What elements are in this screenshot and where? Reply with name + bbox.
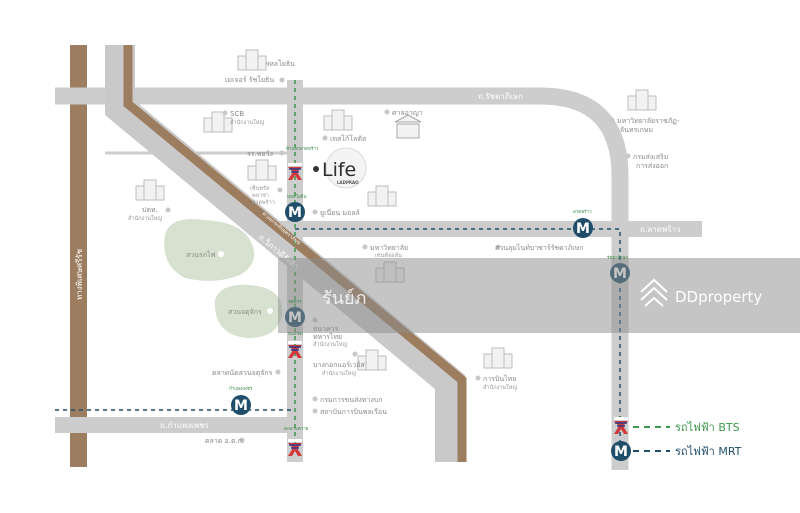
building-icon bbox=[237, 49, 267, 71]
park-label-chatuchak: สวนจตุจักร bbox=[228, 308, 262, 316]
place-ortorkor: ตลาด อ.ต.ก. bbox=[205, 437, 244, 445]
building-icon bbox=[323, 109, 353, 131]
legend-mrt-label: รถไฟฟ้า MRT bbox=[675, 445, 742, 458]
road-label-sirat: ทางพิเศษศรีรัช bbox=[75, 248, 84, 300]
place-central: เซ็นทรัล bbox=[250, 184, 269, 192]
place-tmb: ธนาคาร bbox=[313, 325, 339, 333]
station-label-saphankhwai: สะพานควาย bbox=[284, 426, 309, 432]
station-label-ladprao: ลาดพร้าว bbox=[573, 209, 592, 215]
building-icon bbox=[135, 179, 165, 201]
logo-life: Life bbox=[322, 159, 356, 181]
place-scb-sub: สำนักงานใหญ่ bbox=[230, 119, 264, 126]
place-central-sub1: พลาซา bbox=[252, 192, 269, 199]
mrt-station-icon[interactable] bbox=[231, 395, 251, 415]
place-chandrakasem-sub: จันทรเกษม bbox=[620, 126, 653, 134]
place-major: เมเจอร์ รัชโยธิน bbox=[225, 75, 274, 84]
mrt-station-icon[interactable] bbox=[573, 218, 593, 238]
project-logo: Life LADPRAO bbox=[313, 147, 367, 189]
building-icon bbox=[247, 159, 277, 181]
logo-ladprao: LADPRAO bbox=[337, 180, 359, 185]
road-ratchadaphisek bbox=[55, 87, 629, 470]
place-chandrakasem: มหาวิทยาลัยราชภัฏ- bbox=[617, 117, 680, 125]
building-icon bbox=[483, 347, 513, 369]
place-central-sub2: ลาดพร้าว bbox=[252, 199, 275, 206]
place-export-dept: กรมส่งเสริม bbox=[633, 153, 668, 161]
place-stjohn: มหาวิทยาลัย bbox=[370, 244, 408, 252]
overlay-text: รันย์ภ bbox=[322, 288, 366, 309]
legend-bts-label: รถไฟฟ้า BTS bbox=[675, 421, 740, 434]
courthouse-icon bbox=[394, 114, 422, 139]
place-bangkok-airways: บางกอกแอร์เวย์ส bbox=[313, 361, 365, 369]
park-rot-fai bbox=[164, 219, 255, 281]
legend-mrt-icon bbox=[611, 441, 631, 461]
station-label-hayaek: ห้าแยกลาดพร้าว bbox=[286, 146, 319, 152]
place-thai-airways: การบินไทย bbox=[483, 374, 516, 383]
place-tmb-sub1: ทหารไทย bbox=[313, 332, 342, 341]
watermark-band bbox=[278, 258, 800, 333]
road-vibhavadi bbox=[105, 45, 465, 462]
building-icon bbox=[367, 185, 397, 207]
place-bangkok-airways-sub: สำนักงานใหญ่ bbox=[322, 370, 356, 377]
building-icon bbox=[203, 111, 233, 133]
road-sirat bbox=[70, 45, 87, 467]
ddproperty-logo-icon bbox=[640, 278, 668, 307]
place-cati: สถาบันการบินพลเรือน bbox=[320, 408, 387, 416]
mrt-station-icon[interactable] bbox=[285, 202, 305, 222]
road-label-kamphaengphet: ถ.กำแพงเพชร bbox=[160, 421, 209, 430]
park-chatuchak bbox=[214, 284, 283, 338]
road-label-ladprao: ถ.ลาดพร้าว bbox=[640, 225, 681, 234]
station-label-phahon: พหลโยธิน bbox=[287, 193, 307, 200]
park-label-rot-fai: สวนรถไฟ bbox=[186, 250, 216, 259]
place-scb: SCB bbox=[230, 110, 244, 118]
place-thai-airways-sub: สำนักงานใหญ่ bbox=[483, 384, 517, 391]
road-kamphaengphet bbox=[55, 417, 300, 433]
place-tmb-sub2: สำนักงานใหญ่ bbox=[313, 341, 347, 348]
place-export-dept-sub: การส่งออก bbox=[636, 162, 668, 170]
place-union-mall: ยูเนี่ยน มอลล์ bbox=[320, 208, 360, 217]
place-stjohn-sub: เซนต์จอห์น bbox=[375, 252, 402, 259]
station-label-mochit: หมอชิต bbox=[288, 331, 303, 337]
station-label-kamphaengphet: กำแพงเพชร bbox=[229, 385, 253, 392]
place-jj-market: ตลาดนัดสวนจตุจักร bbox=[212, 369, 273, 377]
place-court: ศาลอาญา bbox=[392, 109, 423, 117]
building-icon bbox=[627, 89, 657, 111]
place-horwang: รร.หอวัง bbox=[247, 150, 273, 158]
place-tesco: เทสโก้โลตัส bbox=[330, 134, 367, 143]
road-label-ratchadaphisek: ถ.รัชดาภิเษก bbox=[478, 92, 523, 101]
station-label-chatuchak: จตุจักร bbox=[288, 299, 302, 305]
place-suanlum: สวนลุมไนท์บาซาร์รัชดาภิเษก bbox=[495, 243, 583, 252]
station-label-ratchada: รัชดาภิเษก bbox=[607, 255, 628, 261]
place-ptt-sub: สำนักงานใหญ่ bbox=[128, 215, 162, 222]
place-ptt: ปตท. bbox=[142, 206, 158, 214]
place-dlt: กรมการขนส่งทางบก bbox=[320, 396, 382, 404]
legend: รถไฟฟ้า BTS รถไฟฟ้า MRT bbox=[611, 416, 742, 461]
road-label-phahonyothin: ถ.พหลโยธิน bbox=[258, 59, 295, 68]
watermark-ddproperty: DDproperty bbox=[675, 288, 762, 306]
